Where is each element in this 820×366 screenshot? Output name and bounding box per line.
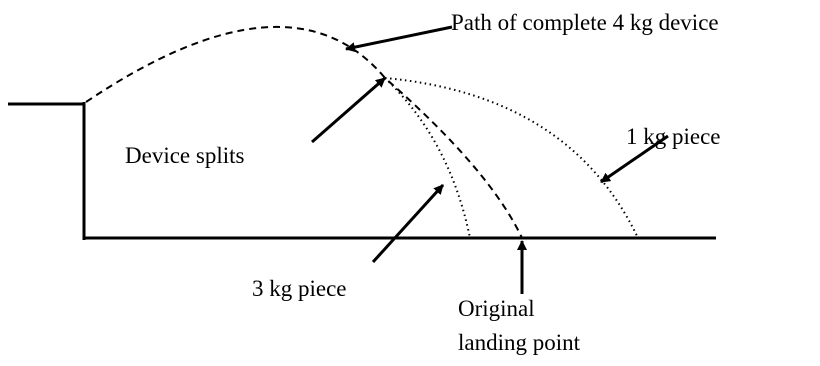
one-kg-piece-path [384,77,639,239]
complete-path-arrow [345,25,453,53]
landing-label-line2: landing point [458,330,581,355]
three-kg-piece-arrow [371,183,445,264]
terrain [8,102,716,240]
split-arrow [311,76,386,144]
complete-device-path [85,25,523,239]
landing-label-line1: Original [458,296,535,321]
complete-path-label: Path of complete 4 kg device [451,10,719,35]
split-label: Device splits [125,143,244,168]
three-kg-piece-label: 3 kg piece [252,276,347,301]
one-kg-piece-arrow [600,134,669,184]
one-kg-piece-label: 1 kg piece [626,124,721,149]
three-kg-piece-path [384,77,471,239]
